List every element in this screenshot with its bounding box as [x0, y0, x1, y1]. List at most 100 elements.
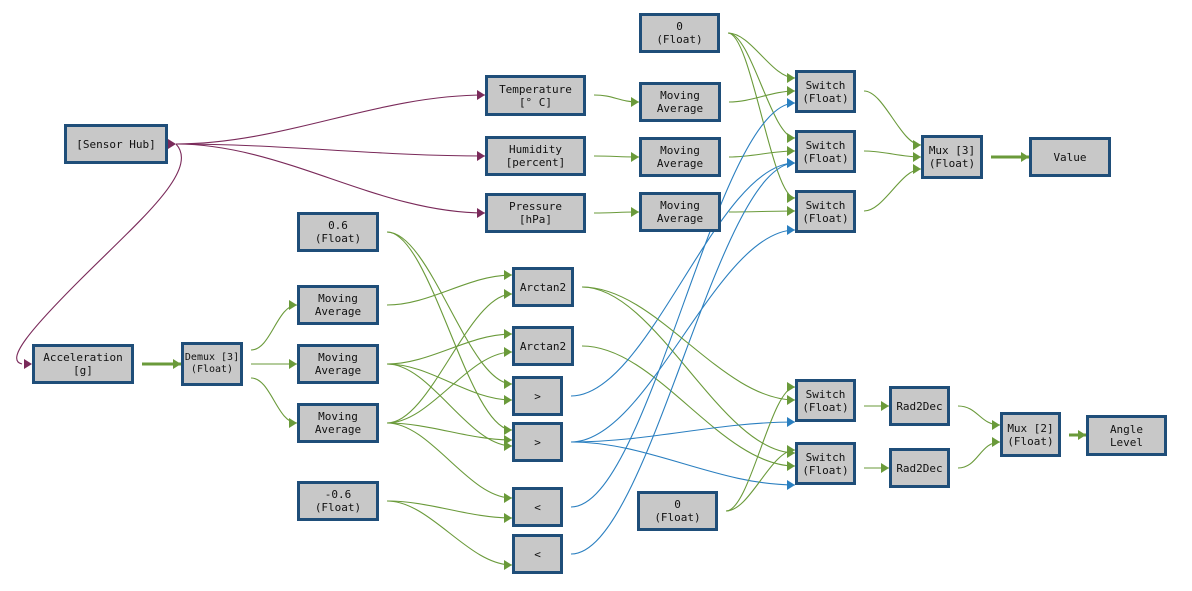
wire	[863, 150, 922, 158]
rad2dec-b-node[interactable]: Rad2Dec	[889, 448, 950, 488]
wire-arrowhead	[787, 206, 795, 216]
switch-a-node[interactable]: Switch (Float)	[795, 70, 856, 113]
wire	[728, 210, 796, 213]
wire	[581, 345, 796, 467]
gt-a-to-switch-b-wire	[570, 162, 796, 397]
node-type: (Float)	[928, 157, 976, 170]
wire-arrowhead	[787, 445, 795, 455]
wire	[386, 363, 513, 401]
wire	[386, 274, 513, 306]
switch-c-node[interactable]: Switch (Float)	[795, 190, 856, 233]
wire-arrowhead	[787, 225, 795, 235]
node-label: <	[534, 547, 541, 561]
wire-arrowhead	[1078, 430, 1086, 440]
node-value: 0	[674, 498, 681, 511]
node-label: Moving	[660, 89, 700, 102]
moving-average-pressure-node[interactable]: Moving Average	[639, 192, 721, 232]
wire-arrowhead	[504, 329, 512, 339]
node-label: [Sensor Hub]	[76, 137, 156, 151]
angle-level-output-node[interactable]: Angle Level	[1086, 415, 1167, 456]
wire-arrowhead	[787, 158, 795, 168]
node-label: Mux [2]	[1007, 421, 1054, 435]
wire-arrowhead	[631, 152, 639, 162]
constant-neg0.6-node[interactable]: -0.6 (Float)	[297, 481, 379, 521]
node-label: Arctan2	[519, 339, 567, 353]
wire	[581, 286, 796, 401]
wire-arrowhead	[787, 480, 795, 490]
sensor-to-pressure-wire	[175, 143, 486, 214]
node-label: Switch	[805, 198, 846, 212]
wire-arrowhead	[631, 207, 639, 217]
moving-average-az-node[interactable]: Moving Average	[297, 403, 379, 443]
wire	[725, 449, 796, 512]
wire-arrowhead	[787, 98, 795, 108]
sensor-to-humidity-wire	[175, 143, 486, 157]
node-label: <	[534, 500, 541, 514]
less-than-b-node[interactable]: <	[512, 534, 563, 574]
node-label: Average	[314, 364, 362, 377]
wire-arrowhead	[992, 437, 1000, 447]
wire	[386, 500, 513, 519]
node-label: Moving	[318, 292, 358, 305]
wire	[725, 386, 796, 512]
constant-zero-bottom-node[interactable]: 0 (Float)	[637, 491, 718, 531]
constant-zero-top-node[interactable]: 0 (Float)	[639, 13, 720, 53]
wire	[250, 304, 298, 351]
moving-average-ax-node[interactable]: Moving Average	[297, 285, 379, 325]
wire	[727, 32, 796, 199]
wire-arrowhead	[477, 208, 485, 218]
mux3-node[interactable]: Mux [3] (Float)	[921, 135, 983, 179]
wire-arrowhead	[787, 417, 795, 427]
switch-e-node[interactable]: Switch (Float)	[795, 442, 856, 485]
node-label: Value	[1053, 150, 1087, 164]
node-label: Angle	[1109, 422, 1144, 436]
wire-arrowhead	[787, 133, 795, 143]
node-label: Rad2Dec	[896, 461, 943, 475]
moving-average-ay-node[interactable]: Moving Average	[297, 344, 379, 384]
constant-0.6-node[interactable]: 0.6 (Float)	[297, 212, 379, 252]
switch-b-node[interactable]: Switch (Float)	[795, 130, 856, 173]
switch-d-node[interactable]: Switch (Float)	[795, 379, 856, 422]
wire-arrowhead	[504, 395, 512, 405]
node-type: (Float)	[656, 33, 703, 46]
node-type: (Float)	[802, 151, 849, 165]
node-label: Arctan2	[519, 280, 567, 294]
node-label: Switch	[805, 387, 846, 401]
node-type: (Float)	[802, 400, 849, 414]
wire	[386, 363, 513, 447]
rad2dec-a-node[interactable]: Rad2Dec	[889, 386, 950, 426]
demux-node[interactable]: Demux [3] (Float)	[181, 342, 243, 386]
wire-arrowhead	[787, 395, 795, 405]
value-output-node[interactable]: Value	[1029, 137, 1111, 177]
less-than-a-node[interactable]: <	[512, 487, 563, 527]
pressure-node[interactable]: Pressure [hPa]	[485, 193, 586, 233]
humidity-node[interactable]: Humidity [percent]	[485, 136, 586, 176]
wire-arrowhead	[504, 379, 512, 389]
node-type: (Float)	[1007, 434, 1054, 448]
wire	[386, 422, 513, 499]
wire-arrowhead	[504, 493, 512, 503]
wire	[250, 377, 298, 424]
moving-average-humidity-node[interactable]: Moving Average	[639, 137, 721, 177]
arctan2-b-node[interactable]: Arctan2	[512, 326, 574, 366]
arctan2-a-node[interactable]: Arctan2	[512, 267, 574, 307]
output-port	[168, 139, 176, 149]
wire	[386, 422, 513, 441]
wire	[728, 90, 796, 103]
wire-arrowhead	[504, 270, 512, 280]
moving-average-temperature-node[interactable]: Moving Average	[639, 82, 721, 122]
wire-arrowhead	[787, 193, 795, 203]
greater-than-b-node[interactable]: >	[512, 422, 563, 462]
temperature-node[interactable]: Temperature [° C]	[485, 75, 586, 116]
node-label: Average	[656, 212, 704, 225]
gt-b-to-switch-e-wire	[570, 441, 796, 486]
node-label: Temperature	[499, 82, 572, 96]
wire	[581, 286, 796, 454]
sensor-hub-node[interactable]: [Sensor Hub]	[64, 124, 168, 164]
acceleration-node[interactable]: Acceleration [g]	[32, 344, 134, 384]
greater-than-a-node[interactable]: >	[512, 376, 563, 416]
wire-arrowhead	[173, 359, 181, 369]
sensor-to-temperature-wire	[175, 94, 486, 145]
mux2-node[interactable]: Mux [2] (Float)	[1000, 412, 1061, 457]
